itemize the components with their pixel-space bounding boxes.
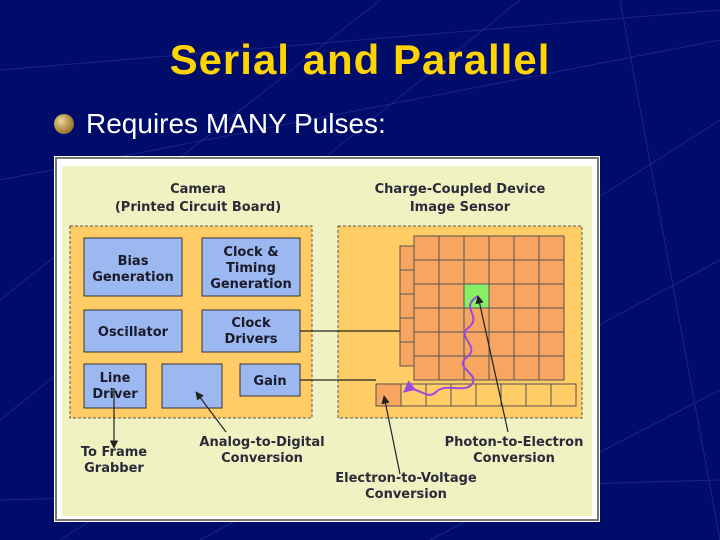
pixel-cell xyxy=(513,331,540,357)
pixel-cell xyxy=(538,259,565,285)
adc-arrow xyxy=(195,391,227,433)
serial-register-cell xyxy=(500,383,527,407)
adc-block xyxy=(161,363,223,409)
oscillator-block xyxy=(83,309,183,353)
gain-block xyxy=(239,363,301,397)
ccd-label-line-1: Charge-Coupled Device xyxy=(375,182,546,197)
serial-register-cell xyxy=(475,383,502,407)
pixel-cell xyxy=(488,307,515,333)
pixel-cell xyxy=(488,355,515,381)
clock-timing-block xyxy=(201,237,301,297)
pixel-cell xyxy=(488,283,515,309)
vertical-clock-column xyxy=(399,245,415,367)
adc-label-1: Analog-to-Digital xyxy=(199,435,324,450)
ccd-camera-diagram: Camera (Printed Circuit Board) Charge-Co… xyxy=(54,156,600,522)
clock-timing-label-3: Generation xyxy=(210,277,292,292)
e-to-v-arrow xyxy=(381,395,401,475)
photon-label-2: Conversion xyxy=(473,451,555,466)
serial-output-register xyxy=(375,383,577,407)
photon-arrow xyxy=(475,295,509,433)
pixel-cell xyxy=(413,283,440,309)
bias-label-1: Bias xyxy=(118,254,149,269)
pixel-cell xyxy=(538,283,565,309)
pixel-cell xyxy=(488,235,515,261)
pixel-cell xyxy=(513,235,540,261)
pixel-cell xyxy=(488,259,515,285)
pixel-cell xyxy=(513,259,540,285)
clock-timing-label-1: Clock & xyxy=(223,245,278,260)
pixel-cell xyxy=(538,307,565,333)
bullet-icon xyxy=(54,114,74,134)
pixel-cell xyxy=(413,355,440,381)
pixel-cell xyxy=(463,259,490,285)
pixel-cell xyxy=(513,307,540,333)
slide-title: Serial and Parallel xyxy=(169,36,551,83)
pixel-cell xyxy=(463,331,490,357)
diagram-canvas: Camera (Printed Circuit Board) Charge-Co… xyxy=(55,157,599,521)
bias-generation-block xyxy=(83,237,183,297)
pixel-cell xyxy=(538,355,565,381)
serial-register-cell xyxy=(525,383,552,407)
bullet-point: Requires MANY Pulses: xyxy=(54,104,386,144)
pixel-cell xyxy=(463,235,490,261)
oscillator-label: Oscillator xyxy=(98,325,169,340)
pixel-cell xyxy=(413,331,440,357)
e-to-v-label-1: Electron-to-Voltage xyxy=(335,471,477,486)
pixel-cell xyxy=(438,235,465,261)
bullet-text: Requires MANY Pulses: xyxy=(86,108,386,139)
e-to-v-label-2: Conversion xyxy=(365,487,447,502)
pixel-cell xyxy=(413,259,440,285)
photon-label-1: Photon-to-Electron xyxy=(445,435,584,450)
pixel-cell xyxy=(413,235,440,261)
pixel-cell xyxy=(438,331,465,357)
output-node-cell xyxy=(375,383,402,407)
frame-grabber-label-2: Grabber xyxy=(84,461,144,476)
line-driver-block xyxy=(83,363,147,409)
pixel-cell xyxy=(413,307,440,333)
line-driver-label-1: Line xyxy=(100,371,131,386)
gain-label: Gain xyxy=(253,374,286,389)
bias-label-2: Generation xyxy=(92,270,174,285)
pixel-cell xyxy=(438,307,465,333)
pixel-cell xyxy=(438,355,465,381)
clock-drivers-label-2: Drivers xyxy=(224,332,277,347)
pixel-grid xyxy=(413,235,565,381)
serial-register-cell xyxy=(400,383,427,407)
pixel-cell xyxy=(513,355,540,381)
pixel-cell xyxy=(488,331,515,357)
frame-grabber-label-1: To Frame xyxy=(81,445,147,460)
adc-label-2: Conversion xyxy=(221,451,303,466)
line-driver-label-2: Driver xyxy=(92,387,138,402)
camera-label-line-1: Camera xyxy=(170,182,226,197)
clock-drivers-block xyxy=(201,309,301,353)
pixel-cell xyxy=(538,331,565,357)
electron-path xyxy=(403,295,479,396)
pixel-cell xyxy=(538,235,565,261)
clock-timing-label-2: Timing xyxy=(226,261,276,276)
pixel-cell xyxy=(513,283,540,309)
pixel-cell xyxy=(463,355,490,381)
pixel-cell xyxy=(438,283,465,309)
pixel-cell xyxy=(438,259,465,285)
clock-drivers-label-1: Clock xyxy=(231,316,271,331)
camera-label-line-2: (Printed Circuit Board) xyxy=(115,200,281,215)
ccd-label-line-2: Image Sensor xyxy=(410,200,511,215)
serial-register-cell xyxy=(550,383,577,407)
